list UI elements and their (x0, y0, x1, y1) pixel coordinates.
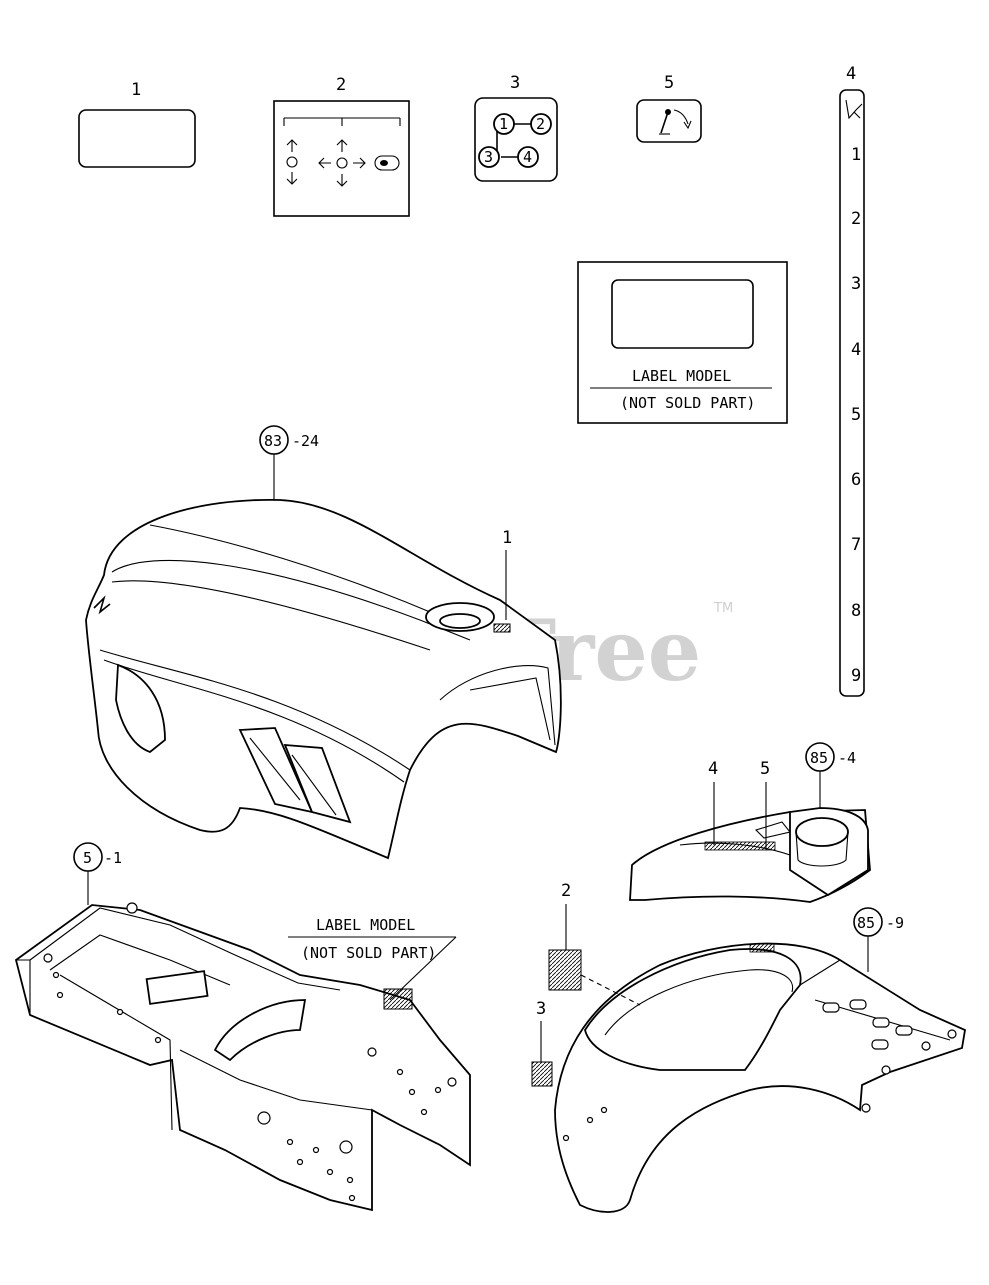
fender-ref-suffix: -9 (886, 914, 904, 932)
lever-knob-icon (374, 155, 400, 171)
frame-label-note: (NOT SOLD PART) (301, 944, 436, 962)
label-model-title: LABEL MODEL (632, 367, 731, 385)
gear-position-3: 3 (484, 148, 493, 166)
watermark-trademark: TM (713, 601, 733, 616)
callout-dash-4: 4 (708, 759, 718, 779)
scale-mark-9: 9 (851, 666, 861, 686)
scale-mark-1: 1 (851, 145, 861, 165)
dash-ref-suffix: -4 (838, 749, 856, 767)
label-model-note: (NOT SOLD PART) (620, 394, 755, 412)
lever-arrow-icon (659, 109, 692, 135)
fender-assembly[interactable]: 85 -9 2 3 (531, 881, 967, 1213)
callout-decal-3: 3 (510, 73, 520, 93)
decal-1[interactable]: 1 (78, 80, 196, 168)
frame-label-title: LABEL MODEL (316, 916, 415, 934)
callout-decal-4: 4 (846, 64, 856, 84)
fender-ref-number: 85 (857, 914, 875, 932)
dash-ref-number: 85 (810, 749, 828, 767)
dash-panel-assembly[interactable]: 85 -4 4 5 (629, 742, 871, 903)
scale-mark-4: 4 (851, 340, 861, 360)
scale-mark-3: 3 (851, 274, 861, 294)
callout-decal-5: 5 (664, 73, 674, 93)
arrow-cross-icon (318, 139, 366, 187)
frame-assembly[interactable]: 5 -1 LABEL MODEL (NOT SOLD PART) (14, 842, 471, 1212)
callout-hood-decal: 1 (502, 528, 512, 548)
frame-ref-number: 5 (83, 849, 92, 867)
gear-position-1: 1 (499, 115, 508, 133)
frame-ref-suffix: -1 (104, 849, 122, 867)
scale-mark-2: 2 (851, 209, 861, 229)
scale-mark-8: 8 (851, 601, 861, 621)
scale-mark-6: 6 (851, 470, 861, 490)
hood-ref-number: 83 (264, 432, 282, 450)
decal-5[interactable]: 5 (636, 73, 702, 143)
callout-fender-3: 3 (536, 999, 546, 1019)
hood-ref-suffix: -24 (292, 432, 319, 450)
gear-position-2: 2 (536, 115, 545, 133)
decal-2[interactable]: 2 (273, 75, 410, 217)
callout-decal-1: 1 (131, 80, 141, 100)
label-model-box: LABEL MODEL (NOT SOLD PART) (577, 261, 788, 424)
gear-position-4: 4 (523, 148, 532, 166)
decal-3[interactable]: 3 1 2 3 4 (474, 73, 558, 182)
arrow-up-down-icon (286, 139, 298, 185)
height-adjust-icon (845, 99, 863, 120)
hood-assembly[interactable]: 83 -24 1 (85, 425, 562, 860)
callout-decal-2: 2 (336, 75, 346, 95)
callout-fender-2: 2 (561, 881, 571, 901)
decal-4-height-scale[interactable]: 4 1 2 3 4 5 6 7 8 9 (839, 64, 865, 697)
scale-mark-7: 7 (851, 535, 861, 555)
scale-mark-5: 5 (851, 405, 861, 425)
callout-dash-5: 5 (760, 759, 770, 779)
